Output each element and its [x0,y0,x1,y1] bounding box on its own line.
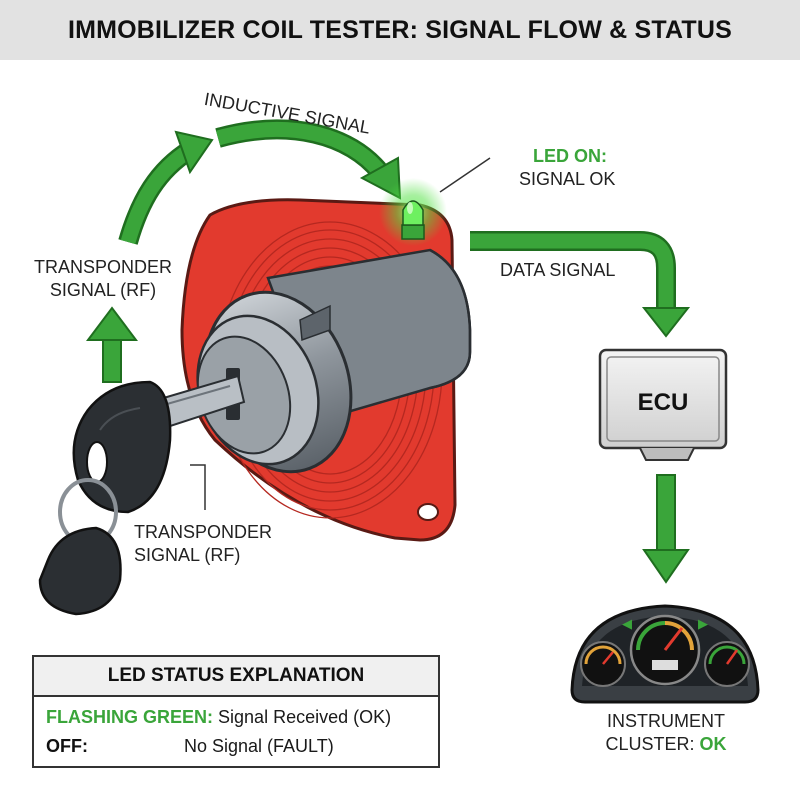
cluster-status-ok: OK [700,734,727,754]
car-key [38,374,246,616]
legend-header: LED STATUS EXPLANATION [34,657,438,697]
right-gauge [704,641,750,687]
right-turn-signal-icon: ▶ [698,617,708,632]
transponder-bottom-label-line1: TRANSPONDER [134,522,272,542]
instrument-cluster: ◀ ▶ [570,604,760,704]
center-speedometer [629,614,701,686]
legend-heading: LED STATUS EXPLANATION [107,665,365,686]
arrow-data-signal [470,231,691,338]
status-led [379,178,447,246]
led-callout-line [439,157,491,193]
data-signal-label: DATA SIGNAL [500,260,615,280]
legend-row-off: OFF: No Signal (FAULT) [46,736,426,757]
arrow-transponder-to-top [118,130,214,245]
cluster-label-line2: CLUSTER: OK [605,734,726,754]
transponder-top-label-line2: SIGNAL (RF) [50,280,156,300]
legend-row-flashing-green: FLASHING GREEN: Signal Received (OK) [46,707,391,728]
cluster-label-line1: INSTRUMENT [607,711,725,731]
title-bar: IMMOBILIZER COIL TESTER: SIGNAL FLOW & S… [0,0,800,60]
page-title: IMMOBILIZER COIL TESTER: SIGNAL FLOW & S… [67,15,733,44]
arrow-ecu-to-cluster [642,474,690,584]
transponder-top-label-line1: TRANSPONDER [34,257,172,277]
led-status-legend: LED STATUS EXPLANATION FLASHING GREEN: S… [32,655,440,768]
legend-value-ok: Signal Received (OK) [218,707,392,727]
ecu-box: ECU [598,348,728,461]
legend-key-flashing-green: FLASHING GREEN: [46,707,214,727]
transponder-bottom-label-line2: SIGNAL (RF) [134,545,240,565]
left-turn-signal-icon: ◀ [622,617,632,632]
legend-value-fault: No Signal (FAULT) [184,736,334,756]
cluster-label-prefix: CLUSTER: [605,734,699,754]
ecu-label: ECU [638,389,689,416]
key-callout-line [190,464,206,510]
left-gauge [580,641,626,687]
arrow-inductive-signal [215,119,402,200]
legend-key-off: OFF: [46,736,88,756]
signal-ok-label: SIGNAL OK [519,169,615,189]
arrow-up-from-key [86,306,138,383]
led-on-label: LED ON: [533,146,607,166]
lock-cylinder [196,248,472,474]
